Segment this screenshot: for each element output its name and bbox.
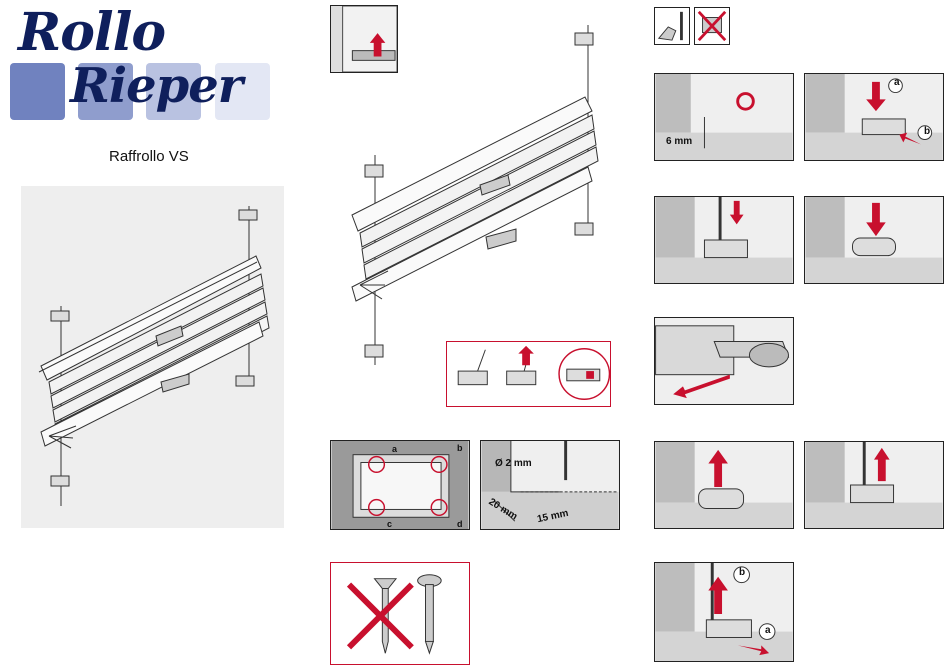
marker-a-2: a: [765, 625, 771, 636]
step-release-bracket: b a: [654, 562, 794, 662]
marker-b-2: b: [739, 567, 745, 578]
step-lift-off: [654, 441, 794, 529]
marker-a-1: a: [894, 77, 900, 88]
step-push-bracket: [804, 196, 944, 284]
logo-line2: Rieper: [70, 58, 242, 114]
release-bracket-drawing: [655, 563, 793, 661]
insert-bracket-drawing: [805, 74, 943, 160]
blind-drawing: [21, 186, 284, 528]
slide-cassette-drawing: [655, 318, 793, 404]
lift-off-drawing: [655, 442, 793, 528]
corner-label-d: d: [457, 519, 463, 529]
step-drill-measurements: Ø 2 mm 20 mm 15 mm: [480, 440, 620, 530]
step-slide-cassette: [654, 317, 794, 405]
mark-6mm-drawing: [655, 74, 793, 160]
marker-b-1: b: [924, 126, 930, 137]
installation-illustration: [330, 5, 610, 397]
push-bracket-drawing: [805, 197, 943, 283]
step-window-corners: a b c d: [330, 440, 470, 530]
product-illustration: [21, 186, 284, 528]
window-corners-drawing: [331, 441, 469, 529]
product-title: Raffrollo VS: [109, 148, 189, 165]
step-screw-bracket: [654, 196, 794, 284]
label-6mm: 6 mm: [666, 136, 692, 147]
step-mark-6mm: 6 mm: [654, 73, 794, 161]
step-inset-hook-detail: [446, 341, 611, 407]
hook-detail-drawing: [447, 342, 610, 406]
tools-not-allowed: [694, 7, 730, 45]
corner-label-c: c: [387, 519, 392, 529]
step-screw-types: [330, 562, 470, 665]
corner-label-a: a: [392, 444, 397, 454]
screw-types-drawing: [331, 563, 469, 664]
no-power-tool-icon: [695, 8, 729, 44]
label-drill-diameter: Ø 2 mm: [495, 458, 532, 469]
unscrew-drawing: [805, 442, 943, 528]
step-insert-bracket: a b: [804, 73, 944, 161]
hand-screwdriver-icon: [655, 8, 689, 44]
step-unscrew: [804, 441, 944, 529]
corner-label-b: b: [457, 443, 463, 453]
logo-square-1: [10, 63, 65, 120]
screw-bracket-drawing: [655, 197, 793, 283]
logo-line1: Rollo: [18, 2, 165, 63]
tools-required: [654, 7, 690, 45]
installed-blind-drawing: [330, 5, 610, 397]
brand-logo: Rollo Rieper: [8, 6, 278, 126]
